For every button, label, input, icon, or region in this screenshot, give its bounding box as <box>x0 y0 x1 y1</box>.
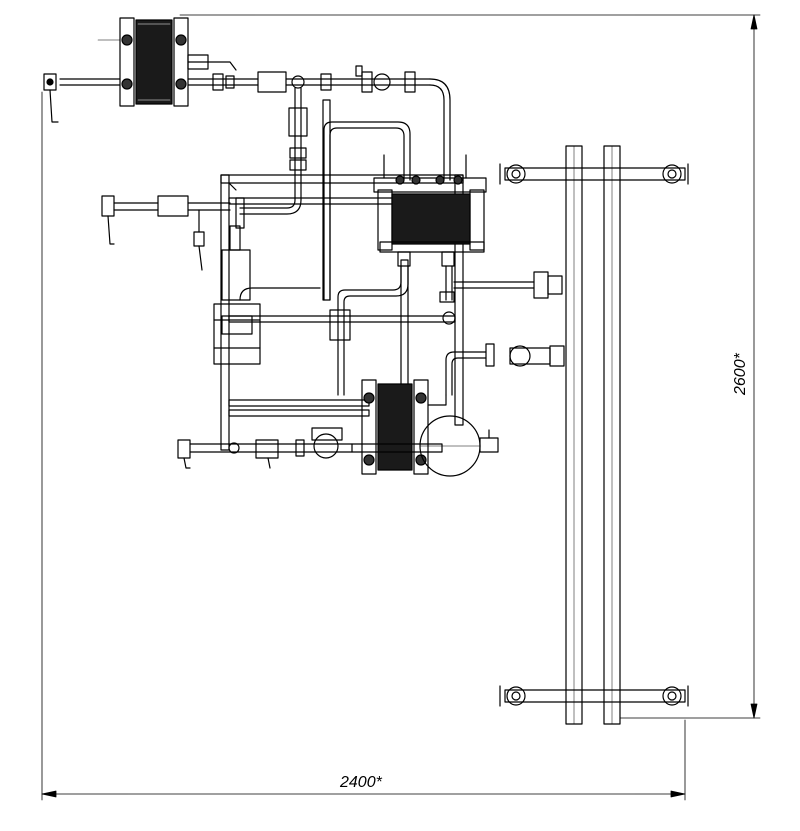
u-bend-pipe <box>323 121 411 301</box>
left-inlet <box>101 195 231 271</box>
width-dimension-label: 2400* <box>339 774 383 791</box>
mid-lower-pipes <box>329 265 563 396</box>
heat-exchanger-mid <box>373 175 487 267</box>
vertical-pipe-left <box>239 87 308 215</box>
pump-motor <box>213 225 321 365</box>
heat-exchanger-top <box>97 17 237 107</box>
dimension-lines <box>41 14 761 801</box>
connectors <box>235 154 467 229</box>
round-tank <box>419 415 499 477</box>
top-pipe-line <box>43 65 451 181</box>
leveling-feet <box>499 163 689 707</box>
main-frame <box>220 99 464 451</box>
heat-exchanger-bottom <box>351 379 447 475</box>
support-rails <box>504 145 686 725</box>
right-branch <box>445 343 565 396</box>
bottom-pipe-line <box>177 427 353 469</box>
height-dimension-label: 2600* <box>732 352 749 396</box>
